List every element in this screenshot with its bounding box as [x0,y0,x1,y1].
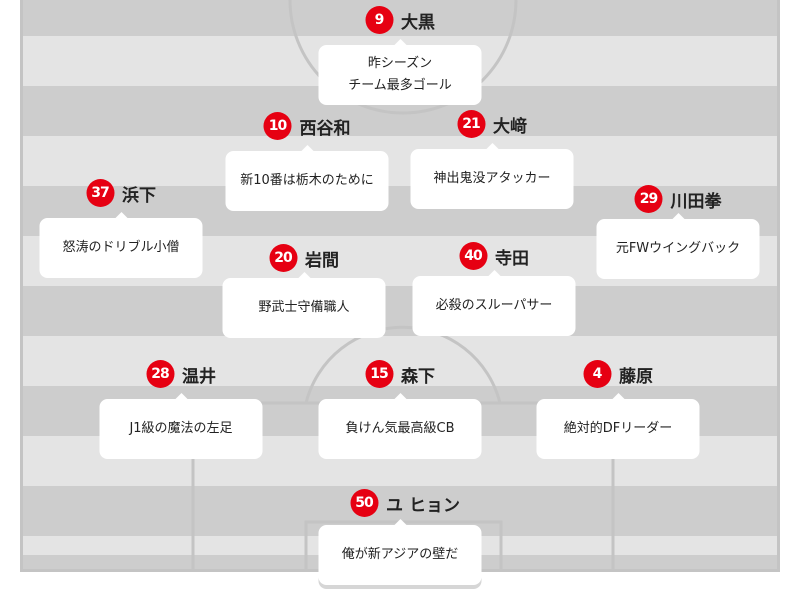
player-28[interactable]: 28 温井 J1級の魔法の左足 [99,359,263,459]
number-badge: 50 [350,489,379,517]
player-name: 川田拳 [670,191,722,212]
number-badge: 28 [146,360,174,388]
player-15[interactable]: 15 森下 負けん気最高級CB [318,359,482,459]
player-4[interactable]: 4 藤原 絶対的DFリーダー [536,359,700,459]
player-name: 大黒 [401,12,435,33]
number-badge: 4 [583,360,611,388]
penalty-arc [304,325,502,404]
number-badge: 29 [634,185,663,213]
caption-bubble: 野武士守備職人 [222,272,386,338]
number-badge: 10 [263,112,292,140]
player-name: 大﨑 [493,116,527,137]
player-name: ユ ヒョン [386,495,460,516]
number-badge: 21 [457,110,485,138]
player-name: 西谷和 [299,118,351,139]
caption-bubble: 元FWウイングバック [596,213,760,279]
player-name: 温井 [182,366,216,387]
caption-bubble: 絶対的DFリーダー [536,393,700,459]
number-badge: 20 [269,244,297,272]
player-10[interactable]: 10 西谷和 新10番は栃木のために [225,111,389,211]
player-9[interactable]: 9 大黒 昨シーズン チーム最多ゴール [318,5,482,105]
player-40[interactable]: 40 寺田 必殺のスルーパサー [412,241,576,336]
player-20[interactable]: 20 岩間 野武士守備職人 [222,243,386,338]
player-50[interactable]: 50 ユ ヒョン 俺が新アジアの壁だ [318,488,482,585]
player-37[interactable]: 37 浜下 怒涛のドリブル小僧 [39,178,203,278]
player-name: 浜下 [122,185,156,206]
number-badge: 9 [365,6,393,34]
player-name: 寺田 [495,248,529,269]
number-badge: 15 [365,360,393,388]
number-badge: 37 [86,179,114,207]
number-badge: 40 [459,242,487,270]
caption-bubble: J1級の魔法の左足 [99,393,263,459]
center-circle [288,0,518,115]
player-29[interactable]: 29 川田拳 元FWウイングバック [596,184,760,279]
caption-bubble: 負けん気最高級CB [318,393,482,459]
player-name: 岩間 [305,250,339,271]
caption-bubble: 怒涛のドリブル小僧 [39,212,203,278]
caption-bubble: 俺が新アジアの壁だ [318,519,482,585]
caption-bubble: 神出鬼没アタッカー [410,143,574,209]
caption-bubble: 必殺のスルーパサー [412,270,576,336]
player-name: 藤原 [619,366,653,387]
player-name: 森下 [401,366,435,387]
caption-bubble: 昨シーズン チーム最多ゴール [318,39,482,105]
caption-bubble: 新10番は栃木のために [225,145,389,211]
player-21[interactable]: 21 大﨑 神出鬼没アタッカー [410,109,574,209]
